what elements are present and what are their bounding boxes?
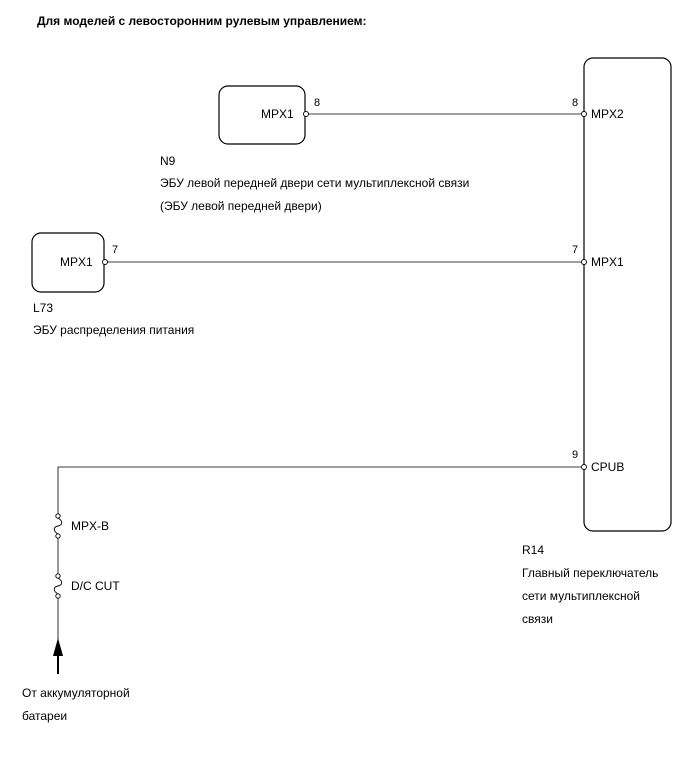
fuse-mpx-b-icon (53, 513, 63, 539)
r14-name-line2: сети мультиплексной (522, 589, 641, 603)
l73-name: ЭБУ распределения питания (33, 323, 195, 337)
n9-name-line1: ЭБУ левой передней двери сети мультиплек… (160, 176, 470, 190)
r14-name-line3: связи (522, 612, 553, 626)
r14-mpx1-pin (581, 259, 587, 265)
r14-cpub-pin (581, 464, 587, 470)
fuse-dc-cut-label: D/C CUT (71, 579, 120, 593)
fuse-dc-cut-icon (53, 573, 63, 599)
n9-name-line2: (ЭБУ левой передней двери) (160, 199, 322, 213)
r14-box (583, 57, 672, 532)
n9-terminal-label: MPX1 (261, 107, 294, 121)
battery-arrow-icon (53, 638, 63, 656)
l73-code: L73 (33, 301, 54, 315)
r14-cpub-label: CPUB (591, 460, 625, 474)
r14-mpx1-label: MPX1 (591, 255, 624, 269)
n9-code: N9 (160, 154, 176, 168)
r14-mpx2-label: MPX2 (591, 107, 624, 121)
r14-mpx1-pin-number: 7 (572, 244, 579, 256)
r14-mpx2-pin (581, 111, 587, 117)
page-header: Для моделей с левосторонним рулевым упра… (37, 14, 367, 28)
l73-terminal-pin (102, 259, 108, 265)
r14-name-line1: Главный переключатель (522, 566, 659, 580)
n9-terminal-pin (303, 111, 309, 117)
l73-pin-number: 7 (112, 244, 119, 256)
fuse-mpx-b-label: MPX-B (71, 519, 110, 533)
l73-terminal-label: MPX1 (60, 255, 93, 269)
source-label-line2: батареи (22, 709, 68, 723)
wire-cpub-battery (57, 466, 581, 514)
r14-mpx2-pin-number: 8 (572, 97, 579, 109)
source-label-line1: От аккумуляторной (22, 686, 130, 700)
n9-pin-number: 8 (314, 97, 321, 109)
r14-cpub-pin-number: 9 (572, 449, 579, 461)
r14-code: R14 (522, 543, 545, 557)
